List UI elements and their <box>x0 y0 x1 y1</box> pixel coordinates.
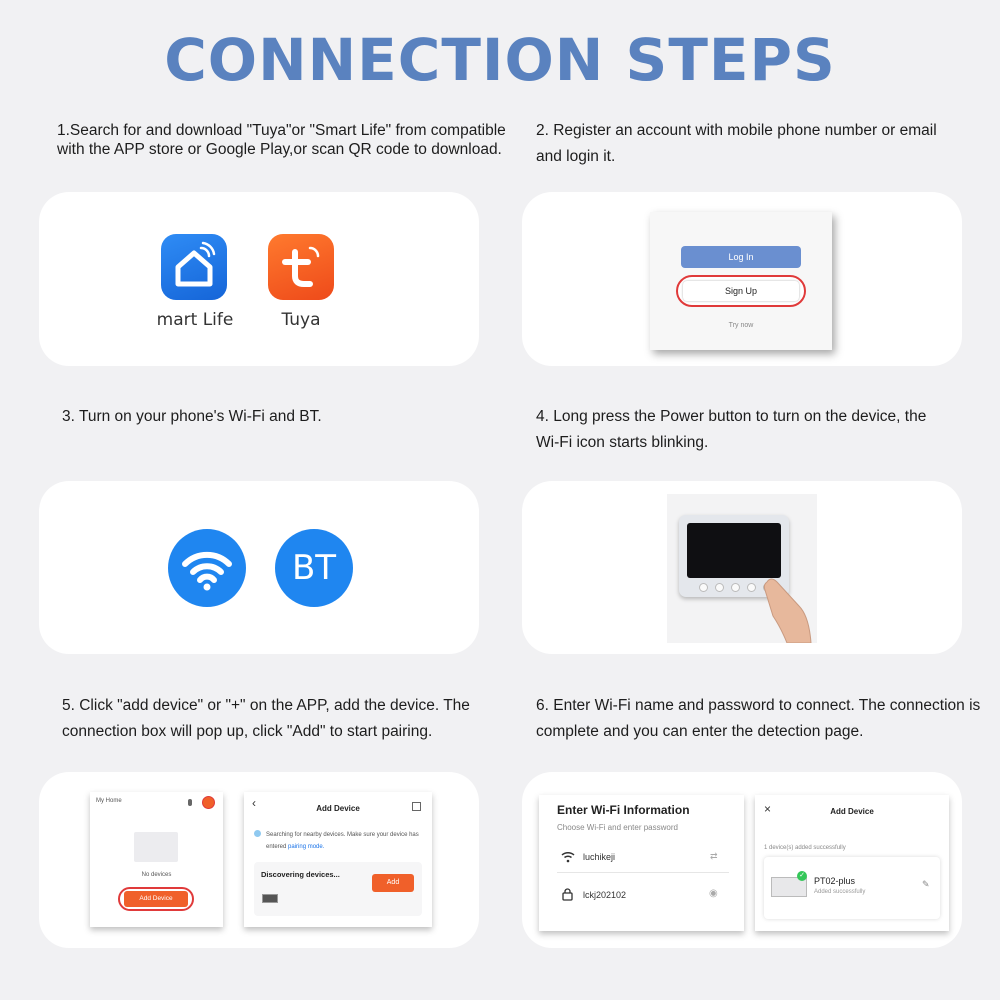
pairing-mode-link[interactable]: pairing mode. <box>288 844 325 850</box>
home-selector[interactable]: My Home <box>96 798 122 804</box>
step-2-text: 2. Register an account with mobile phone… <box>536 122 937 165</box>
device-button <box>699 583 708 592</box>
app-download-card: mart Life Tuya <box>39 192 479 366</box>
wifi-info-subtitle: Choose Wi-Fi and enter password <box>557 823 678 832</box>
searching-message: Searching for nearby devices. Make sure … <box>266 832 419 850</box>
device-added-text: Added successfully <box>814 889 866 895</box>
searching-text: Searching for nearby devices. Make sure … <box>266 829 422 853</box>
wifi-password-field[interactable]: lckj202102 <box>583 890 627 900</box>
finger-icon <box>763 578 812 643</box>
wifi-ssid-field[interactable]: luchikeji <box>583 852 616 862</box>
try-now-link[interactable]: Try now <box>728 322 754 329</box>
eye-icon[interactable]: ◉ <box>709 888 718 899</box>
back-icon[interactable]: ‹ <box>252 796 256 810</box>
add-device-button[interactable]: Add Device <box>124 891 188 907</box>
step-4-text: 4. Long press the Power button to turn o… <box>536 408 927 451</box>
search-status-icon <box>254 830 261 837</box>
wifi-small-icon <box>561 851 575 863</box>
log-in-button[interactable]: Log In <box>681 246 801 268</box>
mic-icon[interactable] <box>188 799 192 806</box>
step-1-text: 1.Search for and download "Tuya"or "Smar… <box>57 122 506 158</box>
home-screen: My Home No devices Add Device <box>90 792 223 927</box>
sign-up-button[interactable]: Sign Up <box>683 281 799 301</box>
step-5-text: 5. Click "add device" or "+" on the APP,… <box>62 697 470 740</box>
device-added-screen: × Add Device 1 device(s) added successfu… <box>755 795 949 931</box>
smart-life-app-icon[interactable] <box>161 234 227 300</box>
login-screen: Log In Sign Up Try now <box>650 212 832 350</box>
close-icon[interactable]: × <box>764 802 772 816</box>
add-device-highlight <box>118 887 194 911</box>
add-button[interactable]: Add <box>372 874 414 892</box>
switch-wifi-icon[interactable]: ⇄ <box>710 851 718 861</box>
thermostat-body <box>679 515 789 597</box>
add-device-title: Add Device <box>316 804 360 813</box>
scan-icon[interactable] <box>412 802 421 811</box>
device-button <box>715 583 724 592</box>
check-icon: ✓ <box>797 871 807 881</box>
added-title: Add Device <box>830 807 874 816</box>
connectivity-card: BT <box>39 481 479 654</box>
device-button <box>731 583 740 592</box>
add-device-card: My Home No devices Add Device ‹ Add Devi… <box>39 772 479 948</box>
tuya-app-icon[interactable] <box>268 234 334 300</box>
lock-icon <box>562 888 573 901</box>
added-status: 1 device(s) added successfully <box>764 845 846 851</box>
device-name: PT02-plus <box>814 876 856 886</box>
device-card <box>522 481 962 654</box>
wifi-icon <box>168 529 246 607</box>
wifi-setup-card: Enter Wi-Fi Information Choose Wi-Fi and… <box>522 772 962 948</box>
discovering-text: Discovering devices... <box>261 870 340 879</box>
register-card: Log In Sign Up Try now <box>522 192 962 366</box>
smart-life-label: mart Life <box>156 310 234 330</box>
add-device-screen: ‹ Add Device Searching for nearby device… <box>244 792 432 927</box>
device-thumbnail <box>771 877 807 897</box>
tuya-label: Tuya <box>281 310 321 330</box>
bluetooth-icon: BT <box>275 529 353 607</box>
discovery-panel: Discovering devices... Add <box>254 862 422 916</box>
plus-icon[interactable] <box>202 796 215 809</box>
step-6-text: 6. Enter Wi-Fi name and password to conn… <box>536 697 981 740</box>
added-device-row[interactable]: ✓ PT02-plus Added successfully ✎ <box>764 857 940 919</box>
wifi-info-screen: Enter Wi-Fi Information Choose Wi-Fi and… <box>539 795 744 931</box>
step-3-text: 3. Turn on your phone's Wi-Fi and BT. <box>62 408 322 425</box>
no-devices-text: No devices <box>141 872 172 878</box>
wifi-info-title: Enter Wi-Fi Information <box>557 803 690 817</box>
page-title: CONNECTION STEPS <box>164 26 836 94</box>
device-button <box>747 583 756 592</box>
empty-box-icon <box>134 832 178 862</box>
divider <box>557 872 729 873</box>
edit-icon[interactable]: ✎ <box>922 879 930 889</box>
device-photo <box>667 494 817 643</box>
device-thumbnail <box>262 894 278 903</box>
device-display <box>687 523 781 578</box>
